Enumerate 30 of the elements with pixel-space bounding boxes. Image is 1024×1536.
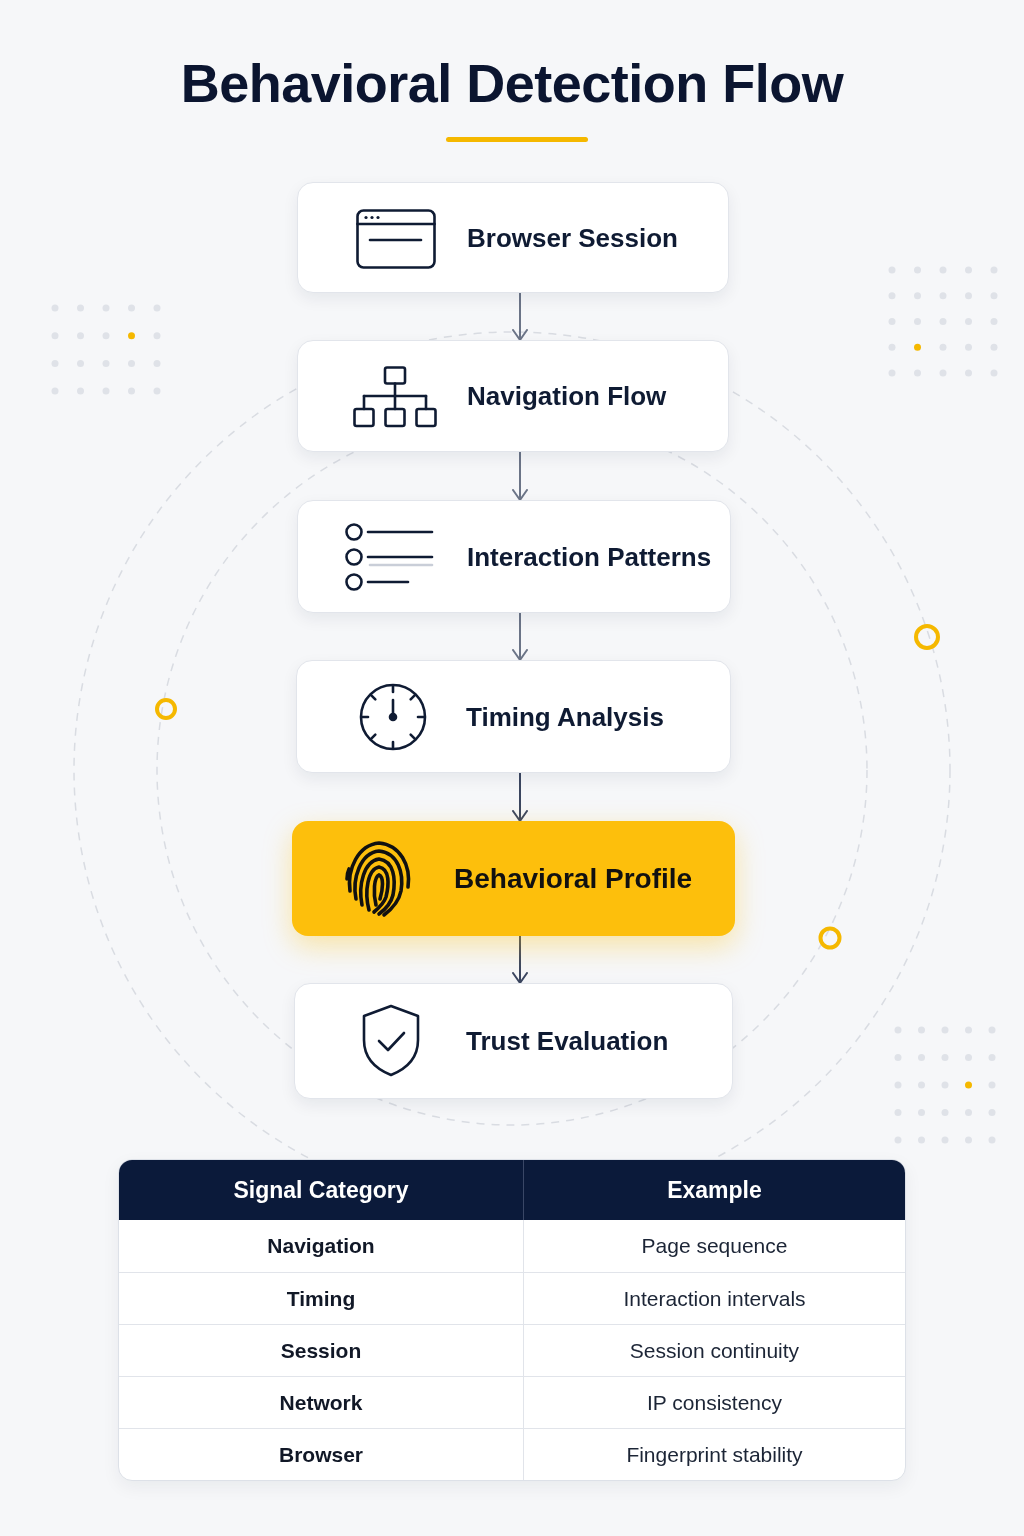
step-label: Navigation Flow (467, 380, 667, 412)
arrow (512, 451, 528, 501)
step-label: Interaction Patterns (467, 540, 712, 573)
table-cell: Session (119, 1324, 524, 1376)
column-header: Signal Category (119, 1160, 524, 1220)
table-cell: Session continuity (524, 1324, 905, 1376)
step-label: Timing Analysis (466, 700, 664, 733)
table-cell: Interaction intervals (524, 1272, 905, 1324)
table-cell: Navigation (119, 1220, 524, 1272)
step-box (296, 660, 731, 773)
diagram-title: Behavioral Detection Flow (180, 52, 844, 115)
step-box (297, 182, 729, 293)
arrow (512, 292, 528, 341)
table-cell: Network (119, 1376, 524, 1428)
table-cell: IP consistency (524, 1376, 905, 1428)
arrow (512, 935, 528, 984)
column-header: Example (524, 1160, 905, 1220)
table-cell: Timing (119, 1272, 524, 1324)
table-cell: Fingerprint stability (524, 1428, 905, 1480)
step-label: Browser Session (467, 221, 678, 254)
table-cell: Browser (119, 1428, 524, 1480)
step-label: Trust Evaluation (466, 1025, 669, 1057)
highlighted-step-box (292, 821, 735, 936)
step-label: Behavioral Profile (454, 862, 693, 895)
arrow (512, 772, 528, 822)
step-box (297, 500, 731, 613)
step-box (294, 983, 733, 1099)
step-box (297, 340, 729, 452)
table-cell-text: Page sequence (640, 1233, 789, 1260)
arrow (512, 612, 528, 661)
